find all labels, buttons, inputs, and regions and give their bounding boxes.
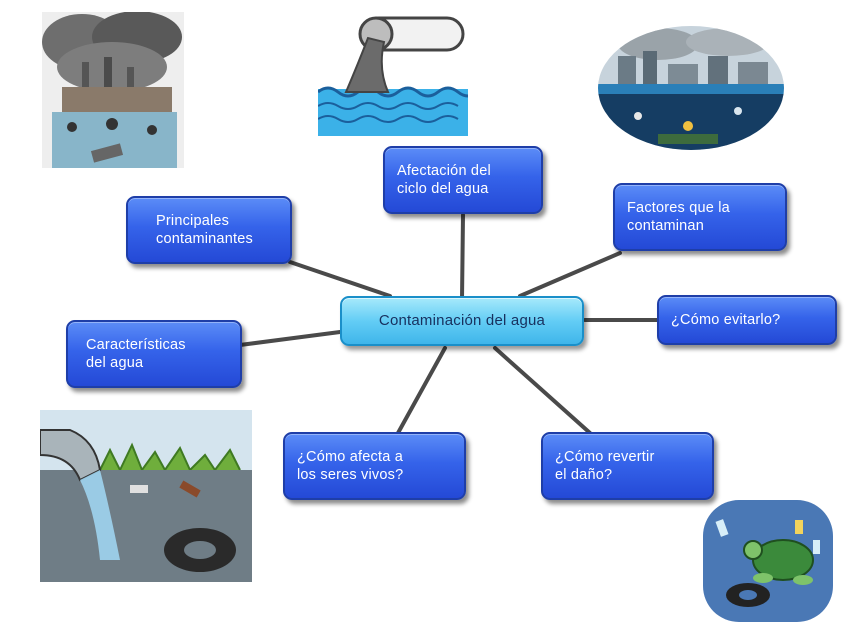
connector-factores [518, 251, 622, 298]
connector-revertir [493, 346, 592, 435]
node-label: Características del agua [86, 337, 186, 371]
node-como-evitarlo: ¿Cómo evitarlo? [657, 295, 837, 345]
node-afectacion-ciclo: Afectación del ciclo del agua [383, 146, 543, 214]
node-label: ¿Cómo afecta a los seres vivos? [297, 449, 404, 483]
node-label: ¿Cómo revertir el daño? [555, 449, 655, 483]
connector-lines [238, 213, 662, 435]
node-label: Factores que la contaminan [627, 200, 730, 234]
factory-pollution-illustration [42, 12, 184, 168]
node-label: Principales contaminantes [156, 213, 253, 247]
node-label: Afectación del ciclo del agua [397, 163, 491, 197]
connector-afectacion [460, 213, 465, 302]
polluted-city-sea-illustration [598, 26, 784, 150]
connector-principales [288, 260, 392, 298]
connector-caracteristicas [238, 330, 342, 347]
turtle-plastic-illustration [703, 500, 833, 622]
node-caracteristicas: Características del agua [66, 320, 242, 388]
pipe-discharge-icon [318, 14, 468, 136]
node-label: ¿Cómo evitarlo? [671, 312, 781, 328]
node-principales-contaminantes: Principales contaminantes [126, 196, 292, 264]
connector-afecta [396, 346, 447, 435]
node-factores: Factores que la contaminan [613, 183, 787, 251]
node-contaminacion-del-agua: Contaminación del agua [340, 296, 584, 346]
node-como-revertir: ¿Cómo revertir el daño? [541, 432, 714, 500]
center-label: Contaminación del agua [378, 312, 546, 329]
drain-pipe-trash-illustration [40, 410, 252, 582]
node-como-afecta: ¿Cómo afecta a los seres vivos? [283, 432, 466, 500]
